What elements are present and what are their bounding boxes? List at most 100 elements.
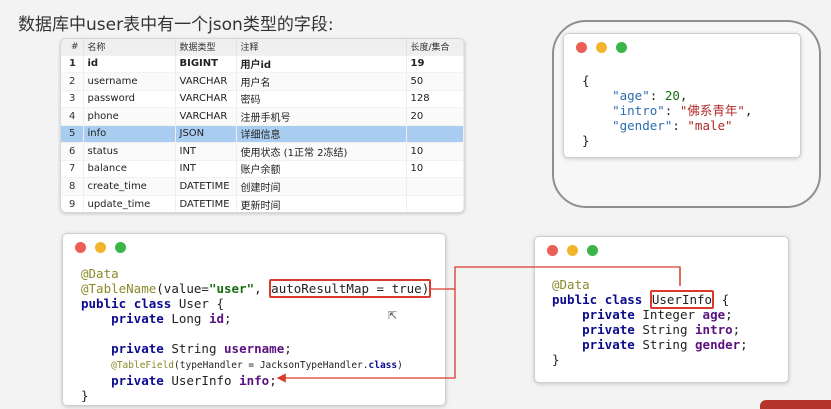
keyword-private: private xyxy=(582,337,635,352)
window-close-dot-icon[interactable] xyxy=(75,242,86,253)
row-comment: 更新时间 xyxy=(236,194,407,212)
tablename-open: (value= xyxy=(156,281,209,296)
row-name: info xyxy=(83,124,176,143)
class-close-brace: } xyxy=(81,388,89,403)
slide-title: 数据库中user表中有一个json类型的字段: xyxy=(18,15,334,35)
json-value-intro: "佛系青年" xyxy=(679,103,745,118)
window-maximize-dot-icon[interactable] xyxy=(587,245,598,256)
table-row[interactable]: 6 status INT 使用状态 (1正常 2冻结) 10 xyxy=(61,142,464,160)
connector-line-to-info-field xyxy=(276,289,456,383)
window-controls xyxy=(547,245,598,256)
class-name-user: User { xyxy=(178,296,225,311)
annotation-data: @Data xyxy=(81,266,119,281)
field-gender: gender xyxy=(695,337,741,352)
keyword-class: class xyxy=(133,296,172,311)
type-string: String xyxy=(642,322,688,337)
connector-line-autoresultmap xyxy=(430,266,681,290)
row-type: DATETIME xyxy=(175,194,237,212)
row-type: BIGINT xyxy=(175,54,237,73)
row-length xyxy=(406,177,464,195)
json-code-block: { "age": 20, "intro": "佛系青年", "gender": … xyxy=(582,73,753,148)
type-long: Long xyxy=(171,311,202,326)
table-header-row: # 名称 数据类型 注释 长度/集合 xyxy=(61,39,464,55)
autoresultmap-setting: autoResultMap = true xyxy=(271,281,422,296)
user-class-code: @Data @TableName(value="user", autoResul… xyxy=(81,266,432,403)
corner-tag xyxy=(760,400,831,409)
row-length: 10 xyxy=(406,142,464,160)
row-name: status xyxy=(83,142,176,160)
field-intro: intro xyxy=(695,322,733,337)
json-key-age: "age" xyxy=(612,88,650,103)
window-maximize-dot-icon[interactable] xyxy=(115,242,126,253)
table-row[interactable]: 1 id BIGINT 用户id 19 xyxy=(61,54,464,73)
keyword-private: private xyxy=(582,307,635,322)
row-num: 9 xyxy=(61,194,84,212)
column-header-name[interactable]: 名称 xyxy=(83,39,176,55)
keyword-private: private xyxy=(111,373,164,388)
mouse-pointer-icon: ⇱ xyxy=(388,310,398,322)
row-type: INT xyxy=(175,142,237,160)
column-header-num[interactable]: # xyxy=(61,39,84,55)
row-name: create_time xyxy=(83,177,176,195)
table-row[interactable]: 4 phone VARCHAR 注册手机号 20 xyxy=(61,107,464,125)
column-header-comment[interactable]: 注释 xyxy=(236,39,407,55)
window-close-dot-icon[interactable] xyxy=(576,42,587,53)
semicolon: ; xyxy=(732,322,741,337)
tablename-close: ) xyxy=(421,281,430,296)
tablefield-args: (typeHandler = JacksonTypeHandler. xyxy=(174,360,369,371)
table-row[interactable]: 8 create_time DATETIME 创建时间 xyxy=(61,177,464,195)
semicolon: ; xyxy=(224,311,232,326)
window-minimize-dot-icon[interactable] xyxy=(95,242,106,253)
window-minimize-dot-icon[interactable] xyxy=(567,245,578,256)
window-close-dot-icon[interactable] xyxy=(547,245,558,256)
json-key-intro: "intro" xyxy=(612,103,665,118)
type-string: String xyxy=(642,337,688,352)
row-comment: 注册手机号 xyxy=(236,107,407,125)
class-close-brace: } xyxy=(552,352,560,367)
userinfo-class-code-window: @Data public class UserInfo { private In… xyxy=(534,236,789,383)
annotation-tablefield: @TableField xyxy=(111,360,175,371)
row-length xyxy=(406,124,464,143)
table-row[interactable]: 2 username VARCHAR 用户名 50 xyxy=(61,72,464,90)
row-length: 19 xyxy=(406,54,464,73)
row-name: password xyxy=(83,89,176,108)
userinfo-class-name-highlight: UserInfo xyxy=(649,290,715,309)
table-row[interactable]: 3 password VARCHAR 密码 128 xyxy=(61,89,464,108)
row-type: JSON xyxy=(175,124,237,143)
keyword-private: private xyxy=(111,311,164,326)
row-type: VARCHAR xyxy=(175,107,237,125)
user-columns-table: # 名称 数据类型 注释 长度/集合 1 id BIGINT 用户id 19 2… xyxy=(61,39,464,212)
tablefield-class-keyword: class xyxy=(368,360,398,371)
window-minimize-dot-icon[interactable] xyxy=(596,42,607,53)
type-userinfo: UserInfo xyxy=(171,373,232,388)
row-num: 4 xyxy=(61,107,84,125)
table-row[interactable]: 9 update_time DATETIME 更新时间 xyxy=(61,194,464,212)
row-comment: 详细信息 xyxy=(236,124,407,143)
row-num: 5 xyxy=(61,124,84,143)
field-info: info xyxy=(239,373,270,388)
field-id: id xyxy=(208,311,225,326)
row-name: username xyxy=(83,72,176,90)
keyword-private: private xyxy=(111,341,164,356)
field-age: age xyxy=(702,307,726,322)
user-class-code-window: @Data @TableName(value="user", autoResul… xyxy=(62,233,446,406)
row-length: 50 xyxy=(406,72,464,90)
class-name-userinfo: UserInfo xyxy=(651,292,713,307)
table-row[interactable]: 7 balance INT 账户余额 10 xyxy=(61,159,464,178)
tablename-value: "user" xyxy=(208,281,255,296)
row-length: 10 xyxy=(406,159,464,178)
row-type: VARCHAR xyxy=(175,89,237,108)
type-string: String xyxy=(171,341,217,356)
keyword-public: public xyxy=(552,292,598,307)
column-header-length[interactable]: 长度/集合 xyxy=(406,39,464,55)
window-maximize-dot-icon[interactable] xyxy=(616,42,627,53)
row-type: INT xyxy=(175,159,237,178)
json-value-age: 20 xyxy=(664,88,680,103)
field-username: username xyxy=(224,341,285,356)
column-header-type[interactable]: 数据类型 xyxy=(175,39,237,55)
json-value-gender: "male" xyxy=(687,118,733,133)
row-name: id xyxy=(83,54,176,73)
row-num: 2 xyxy=(61,72,84,90)
table-row-selected[interactable]: 5 info JSON 详细信息 xyxy=(61,124,464,143)
